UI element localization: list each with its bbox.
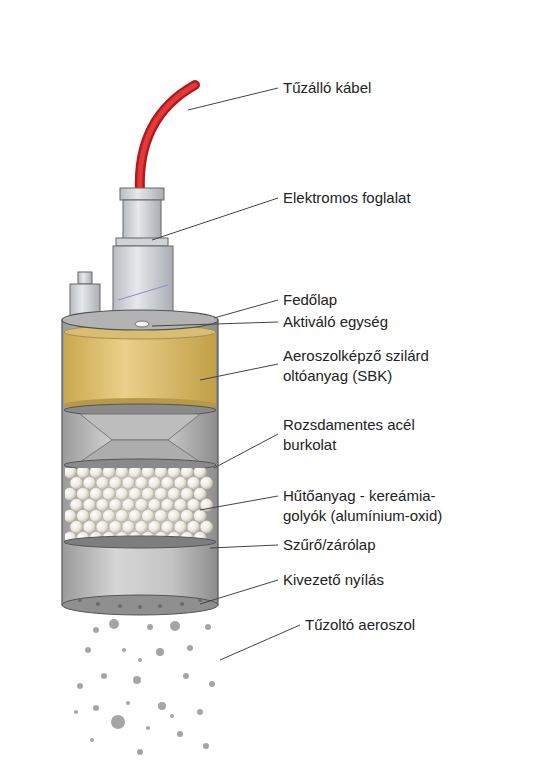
aerosol-particle — [126, 701, 130, 705]
outlet-holes — [78, 598, 202, 609]
ceramic-balls — [65, 468, 213, 540]
part-label: Tűzoltó aeroszol — [305, 615, 505, 635]
socket-ring — [116, 238, 168, 246]
housing — [62, 320, 218, 605]
part-label: Fedőlap — [283, 290, 503, 310]
socket-line — [118, 285, 168, 300]
aerosol-particle — [133, 676, 141, 684]
part-label: Szűrő/zárólap — [283, 535, 503, 555]
socket-body — [113, 246, 173, 320]
aerosol-particle — [85, 647, 91, 653]
aerosol-particle — [77, 683, 83, 689]
aerosol-particle — [146, 726, 150, 730]
housing-bottom — [62, 595, 218, 615]
part-label: Aktiváló egység — [283, 312, 503, 332]
leader-lines — [152, 88, 300, 660]
part-label: Tűzálló kábel — [283, 78, 503, 98]
cable-highlight — [140, 85, 195, 192]
part-label: Aeroszolképző szilárd oltóanyag (SBK) — [283, 346, 458, 386]
aerosol-particle — [170, 714, 174, 718]
part-label: Kivezető nyílás — [283, 570, 503, 590]
aerosol-particle — [158, 702, 166, 710]
aerosol-particle — [122, 648, 126, 652]
aerosol-particle — [138, 658, 142, 662]
aerosol-particle — [209, 681, 215, 687]
aerosol-particle — [183, 673, 189, 679]
aerosol-particle — [137, 749, 143, 755]
aerosol-particle — [187, 645, 193, 651]
aerosol-particle — [177, 731, 183, 737]
activator — [135, 321, 149, 327]
aerosol-particle — [147, 624, 153, 630]
solid-agent — [64, 332, 216, 405]
aerosol-particle — [93, 705, 99, 711]
aerosol-particle — [203, 743, 209, 749]
plug-top — [78, 272, 92, 284]
aerosol-particle — [93, 627, 99, 633]
aerosol-particle — [170, 621, 180, 631]
cable — [140, 85, 195, 192]
socket-neck — [123, 200, 161, 240]
aerosol-particle — [101, 673, 107, 679]
filter-plate — [64, 536, 216, 548]
aerosol-particle — [74, 710, 78, 714]
aerosol-particles — [74, 619, 215, 755]
aerosol-particle — [109, 619, 119, 629]
part-label: Hűtőanyag - kereámia- golyók (alumínium-… — [283, 486, 473, 526]
part-label: Elektromos foglalat — [283, 188, 503, 208]
part-label: Rozsdamentes acél burkolat — [283, 415, 433, 455]
funnel — [80, 414, 200, 440]
cover-plate — [62, 310, 218, 330]
aerosol-particle — [197, 709, 203, 715]
aerosol-particle — [156, 648, 164, 656]
aerosol-particle — [205, 624, 211, 630]
aerosol-particle — [111, 715, 125, 729]
aerosol-particle — [90, 738, 94, 742]
socket-nut — [120, 188, 164, 200]
